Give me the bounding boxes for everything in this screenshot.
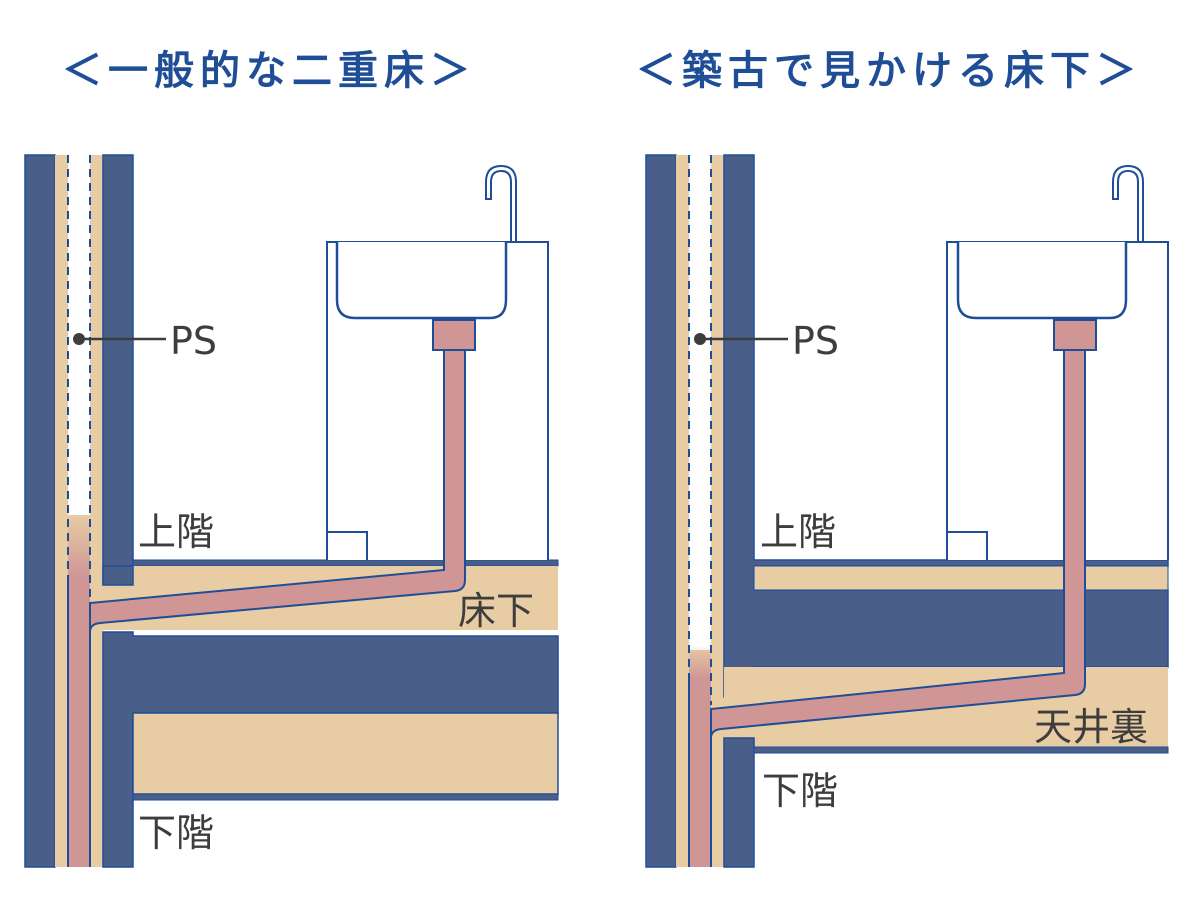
label-ceiling-space: 天井裏 bbox=[1034, 705, 1148, 749]
panel-title-old-building-underfloor: ＜築古で見かける床下＞ bbox=[636, 48, 1142, 94]
drain-trap bbox=[1053, 319, 1097, 351]
vertical-drain-stack bbox=[68, 575, 90, 867]
faucet-icon bbox=[485, 164, 517, 243]
panel-standard-double-floor: PS 上階 床下 下階 bbox=[24, 154, 559, 868]
panel-title-standard-double-floor: ＜一般的な二重床＞ bbox=[62, 48, 476, 94]
outer-wall bbox=[24, 154, 56, 868]
drain-trap bbox=[432, 319, 476, 351]
inner-wall-upper bbox=[102, 154, 134, 586]
vertical-drain-fade bbox=[68, 515, 90, 577]
inner-wall-upper-fix bbox=[102, 565, 134, 586]
sink-basin-icon bbox=[956, 242, 1128, 320]
label-underfloor: 床下 bbox=[458, 589, 534, 633]
ps-shaft-core bbox=[689, 155, 711, 650]
vertical-drain-stack bbox=[689, 677, 711, 867]
faucet-icon bbox=[1112, 164, 1144, 243]
drain-pipe bbox=[710, 349, 1086, 739]
label-upper-floor: 上階 bbox=[138, 510, 214, 554]
label-ps: PS bbox=[792, 319, 839, 363]
label-upper-floor: 上階 bbox=[760, 510, 836, 554]
lower-wall bbox=[723, 737, 755, 868]
drain-pipe bbox=[89, 349, 466, 633]
label-lower-floor: 下階 bbox=[138, 811, 214, 855]
vertical-drain-fade bbox=[689, 645, 711, 679]
lower-ceiling-board bbox=[753, 746, 1169, 754]
sink-basin-icon bbox=[335, 242, 508, 320]
outer-wall bbox=[645, 154, 677, 868]
lower-ceiling-board bbox=[132, 793, 559, 801]
upper-floor-surface bbox=[132, 559, 559, 567]
panel-old-building-underfloor: PS 上階 天井裏 下階 bbox=[645, 154, 1169, 868]
upper-floor-finish bbox=[753, 565, 1169, 591]
label-lower-floor: 下階 bbox=[762, 769, 838, 813]
label-ps: PS bbox=[170, 319, 217, 363]
ceiling-space bbox=[132, 712, 559, 795]
